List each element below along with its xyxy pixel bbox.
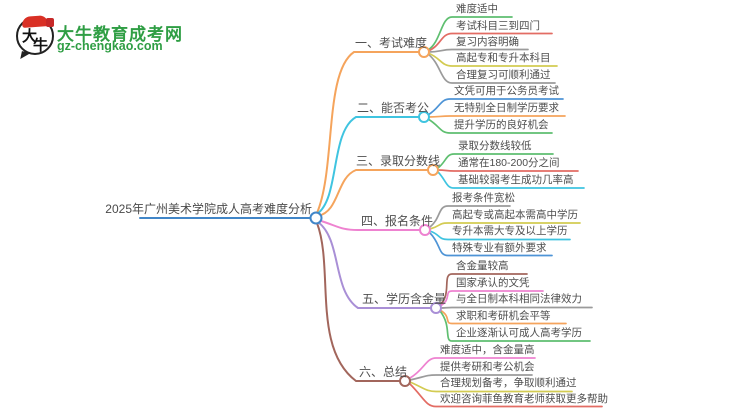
leaf-1-4-line — [427, 52, 558, 67]
leaf-5-3-line — [439, 306, 593, 309]
leaf-2-3-line — [427, 118, 553, 134]
leaf-6-1-line — [409, 357, 536, 379]
leaf-1-2-line — [427, 32, 553, 52]
leaf-6-3-line — [409, 381, 573, 393]
brand-name: 大牛教育成考网 — [57, 25, 183, 44]
leaf-label: 考试科目三到四门 — [456, 20, 540, 32]
leaf-4-1-line — [429, 205, 511, 228]
branch-6-node-circle — [399, 375, 411, 387]
leaf-label: 求职和考研机会平等 — [456, 310, 551, 322]
leaf-label: 报考条件宽松 — [452, 192, 515, 204]
branch-5-node-circle — [430, 302, 442, 314]
leaf-label: 提升学历的良好机会 — [454, 119, 549, 131]
branch-6-connector — [316, 222, 400, 382]
branch-4-label: 四、报名条件 — [361, 214, 434, 228]
leaf-label: 提供考研和考公机会 — [440, 361, 535, 373]
brand-domain: gz-chengkao.com — [57, 39, 163, 53]
leaf-2-1-line — [427, 98, 564, 116]
branch-2-label: 二、能否考公 — [357, 101, 430, 115]
leaf-label: 特殊专业有额外要求 — [452, 242, 547, 254]
daniu-logo-icon: 大 牛 — [16, 15, 54, 61]
leaf-label: 高起专或高起本需高中学历 — [452, 209, 578, 221]
branch-5-connector — [317, 221, 431, 309]
leaf-label: 与全日制本科相同法律效力 — [456, 293, 582, 305]
branch-1-connector — [316, 51, 419, 214]
root-node-circle — [309, 211, 323, 225]
branch-1-node-circle — [418, 46, 430, 58]
logo-bubble-tail — [20, 51, 31, 61]
leaf-label: 复习内容明确 — [456, 36, 519, 48]
brand-logo[interactable]: 大 牛 大牛教育成考网 gz-chengkao.com — [15, 15, 215, 65]
leaf-3-3-line — [437, 171, 585, 189]
leaf-3-1-line — [437, 153, 554, 169]
branch-3-node-circle — [427, 164, 439, 176]
leaf-label: 合理规划备考，争取顺利通过 — [440, 377, 577, 389]
leaf-label: 国家承认的文凭 — [456, 277, 530, 289]
leaf-label: 欢迎咨询菲鱼教育老师获取更多帮助 — [440, 393, 608, 405]
leaf-4-2-line — [429, 222, 581, 230]
branch-5-label: 五、学历含金量 — [362, 292, 447, 306]
leaf-label: 基础较弱考生成功几率高 — [458, 174, 574, 186]
leaf-label: 难度适中，含金量高 — [440, 344, 535, 356]
leaf-3-2-line — [437, 169, 579, 172]
branch-4-node-circle — [419, 224, 431, 236]
leaf-6-4-line — [409, 383, 603, 408]
branch-6-label: 六、总结 — [359, 365, 408, 379]
branch-3-label: 三、录取分数线 — [356, 154, 441, 168]
branch-2-connector — [316, 116, 419, 215]
branch-1-label: 一、考试难度 — [355, 36, 428, 50]
node-circles — [309, 46, 442, 387]
leaf-6-2-line — [409, 374, 533, 381]
leaf-1-3-line — [427, 48, 529, 53]
logo-char-da: 大 — [22, 28, 38, 45]
leaf-label: 企业逐渐认可成人高考学历 — [456, 327, 582, 339]
leaf-connectors — [409, 16, 603, 408]
leaf-1-5-line — [427, 53, 556, 84]
branch-3-connector — [317, 169, 428, 217]
leaf-label: 含金量较高 — [456, 260, 509, 272]
leaf-label: 专升本需大专及以上学历 — [452, 225, 568, 237]
leaf-5-2-line — [439, 290, 544, 307]
leaf-2-2-line — [427, 115, 566, 118]
leaf-label: 通常在180-200分之间 — [458, 157, 560, 169]
leaf-label: 高起专和专升本科目 — [456, 52, 551, 64]
leaf-5-4-line — [439, 309, 567, 325]
leaf-label: 难度适中 — [456, 3, 498, 15]
leaf-4-4-line — [429, 232, 553, 257]
logo-char-niu: 牛 — [33, 37, 49, 54]
leaf-label: 文凭可用于公务员考试 — [454, 85, 559, 97]
branch-connectors — [316, 51, 431, 382]
logo-red-seal-icon — [46, 18, 54, 27]
leaf-5-5-line — [439, 310, 591, 342]
branch-2-node-circle — [418, 111, 430, 123]
leaf-label: 合理复习可顺利通过 — [456, 69, 551, 81]
branch-4-connector — [317, 219, 420, 231]
leaf-4-3-line — [429, 230, 571, 241]
root-topic: 2025年广州美术学院成人高考难度分析 — [105, 202, 312, 216]
leaf-label: 无特别全日制学历要求 — [454, 102, 559, 114]
leaf-1-1-line — [427, 16, 513, 51]
leaf-5-1-line — [439, 273, 528, 306]
leaf-label: 录取分数线较低 — [458, 140, 532, 152]
